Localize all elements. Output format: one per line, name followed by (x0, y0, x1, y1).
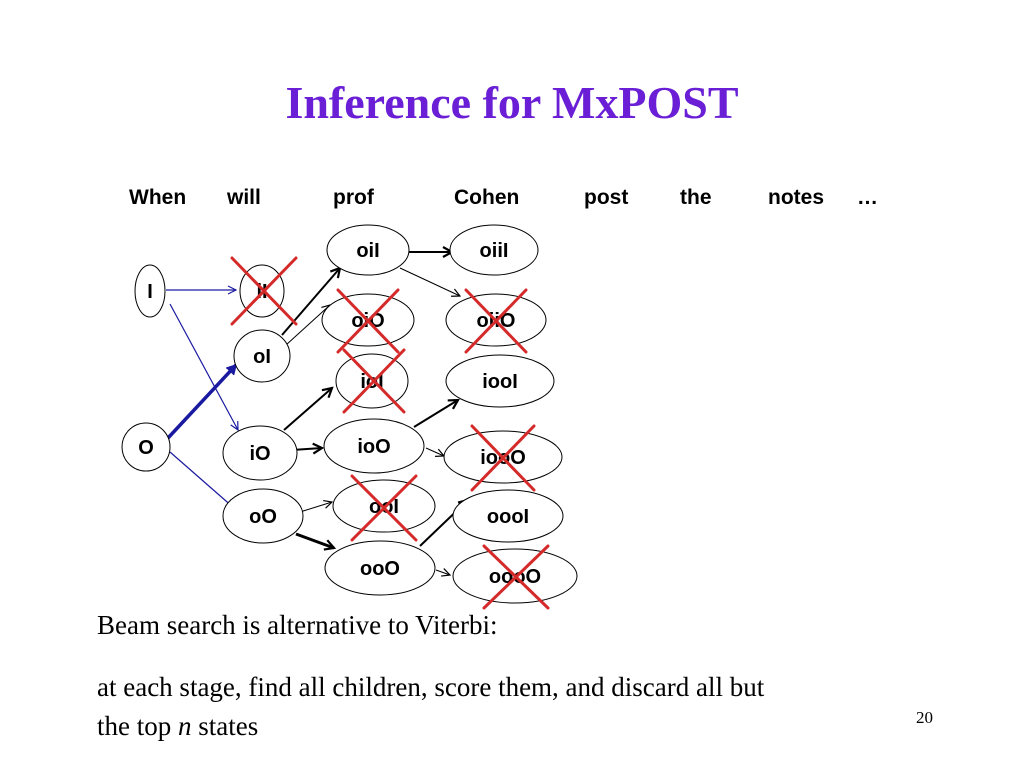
word-the: the (680, 186, 712, 209)
edge-oO-ooI (299, 502, 332, 513)
edge-ioO-iooO (425, 447, 444, 456)
text-line-3-suffix: states (191, 711, 259, 741)
word-notes: notes (768, 186, 825, 209)
edge-I-iO (169, 303, 238, 430)
svg-text:oI: oI (253, 346, 271, 368)
node-oiI: oiI (326, 224, 410, 276)
svg-text:iO: iO (249, 443, 270, 465)
edge-iO-ioI (283, 388, 332, 431)
node-ioO: ioO (323, 418, 425, 474)
cross-iI-icon (230, 256, 298, 326)
slide-title: Inference for MxPOST (285, 77, 739, 128)
node-oiiI: oiiI (449, 224, 539, 276)
edge-ioO-iooI (413, 400, 458, 428)
word-when: When (129, 186, 187, 209)
text-line-3: the top n states (97, 711, 258, 742)
word-prof: prof (333, 186, 374, 209)
svg-text:oooI: oooI (487, 506, 529, 528)
node-oooI: oooI (452, 489, 564, 543)
word-post: post (584, 186, 629, 209)
text-line-1: Beam search is alternative to Viterbi: (97, 610, 498, 640)
word-will: will (227, 186, 261, 209)
edges (166, 252, 468, 575)
svg-text:I: I (147, 281, 153, 303)
edge-O-oI (166, 363, 238, 440)
node-iO: iO (222, 425, 298, 481)
svg-text:oO: oO (249, 506, 277, 528)
cross-oiO-icon (336, 288, 400, 354)
cross-ioI-icon (342, 348, 406, 414)
word-cohen: Cohen (454, 186, 520, 209)
svg-text:oiiI: oiiI (480, 240, 509, 262)
cross-oiiO-icon (464, 288, 528, 354)
svg-text:ioO: ioO (357, 436, 390, 458)
page-number: 20 (916, 708, 933, 727)
text-line-3-variable: n (178, 711, 192, 741)
edge-oI-oiO (285, 305, 330, 346)
text-line-3-prefix: the top (97, 711, 178, 741)
cross-ooI-icon (350, 474, 418, 542)
svg-text:iooI: iooI (482, 371, 518, 393)
node-I: I (134, 264, 166, 318)
cross-iooO-icon (470, 424, 536, 492)
edge-oO-ooO (295, 532, 334, 548)
node-ooO: ooO (324, 540, 436, 596)
edge-oiI-oiiO (399, 267, 460, 296)
node-O: O (121, 422, 171, 472)
edge-ooO-oooO (435, 570, 450, 575)
svg-text:O: O (138, 437, 154, 459)
edge-O-oO (169, 451, 234, 508)
edge-oI-oiI (281, 268, 340, 336)
svg-text:oiI: oiI (356, 240, 379, 262)
node-iooI: iooI (445, 354, 555, 408)
word-ellipsis: … (857, 186, 878, 209)
svg-text:ooO: ooO (360, 558, 400, 580)
text-line-2: at each stage, find all children, score … (97, 672, 765, 702)
node-oO: oO (222, 488, 304, 544)
node-oI: oI (233, 329, 291, 383)
cross-oooO-icon (482, 544, 550, 610)
pruned-crosses (230, 256, 550, 610)
